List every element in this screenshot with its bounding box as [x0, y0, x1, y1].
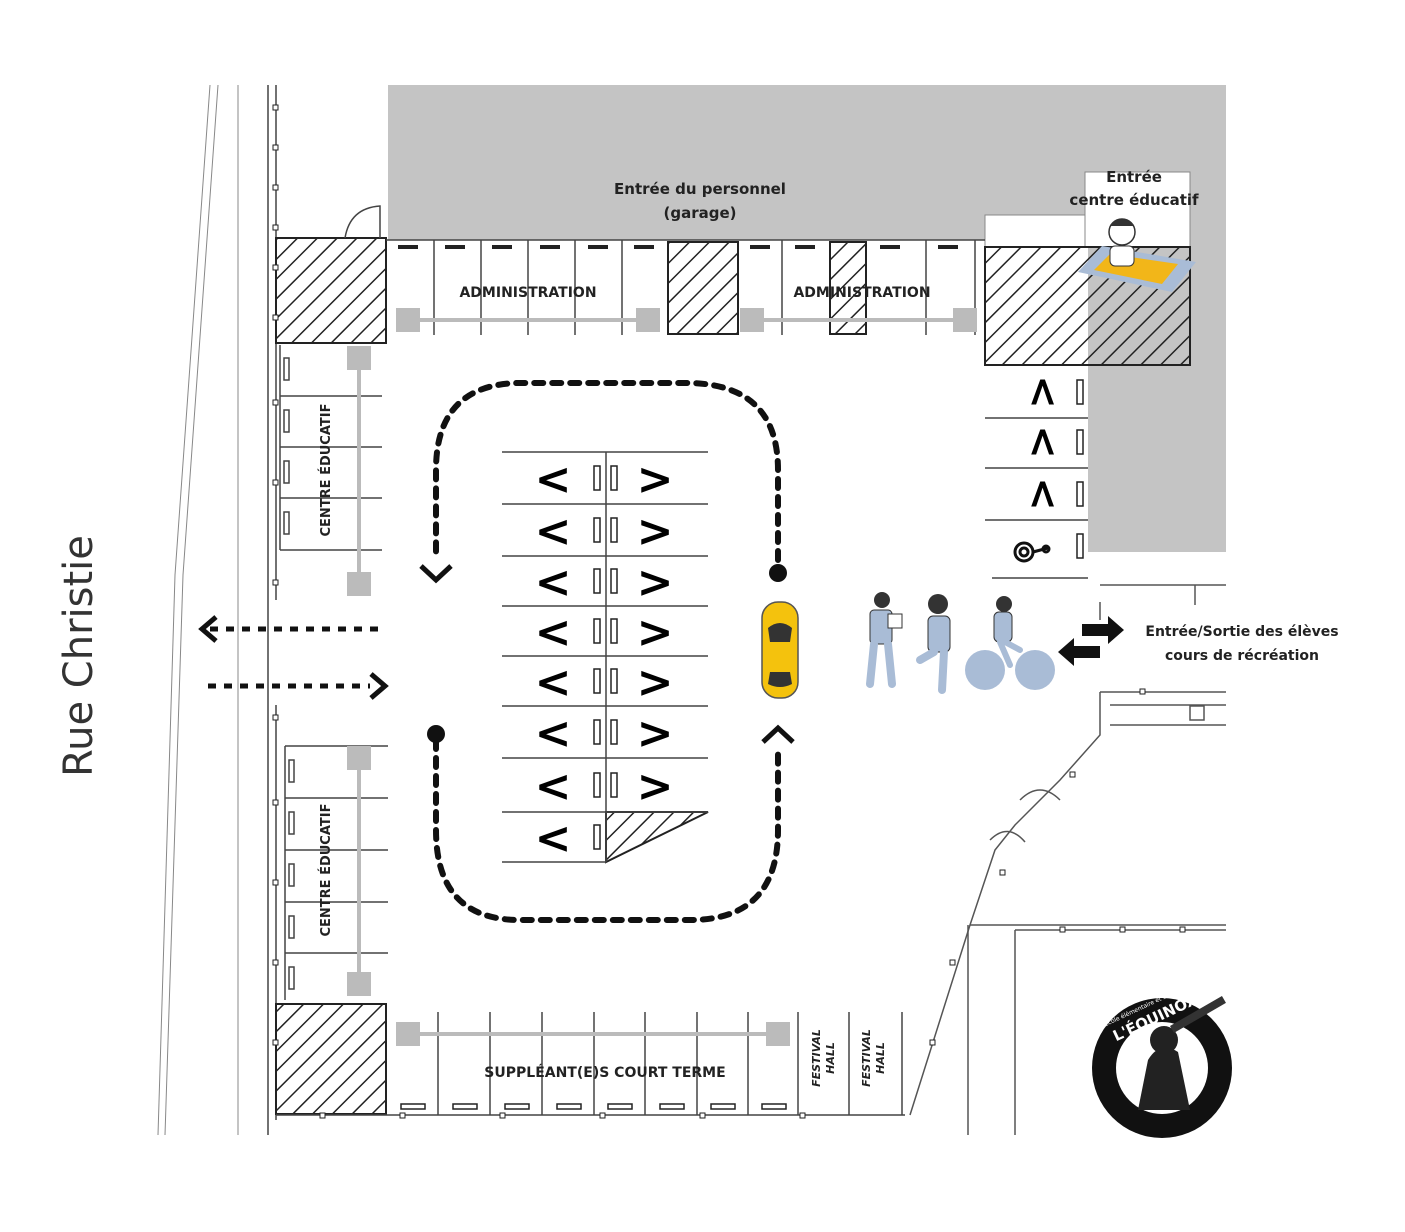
labels: Rue Christie Entrée du personnel (garage…	[56, 168, 1339, 1087]
island-arrows: < > < > < > < > < > < > < > <	[535, 454, 674, 864]
loop-ends	[419, 564, 795, 744]
left-stalls-bottom	[284, 745, 388, 1000]
svg-text:<: <	[535, 761, 572, 812]
svg-text:<: <	[535, 506, 572, 557]
edu-entrance-line1: Entrée	[1106, 168, 1162, 186]
festival-hall-1b: HALL	[824, 1042, 837, 1074]
hatched-areas	[275, 237, 1191, 1115]
svg-text:<: <	[535, 607, 572, 658]
svg-text:<: <	[535, 657, 572, 708]
right-boundary	[909, 584, 1226, 1135]
buildings	[388, 85, 1226, 552]
students-entry-line1: Entrée/Sortie des élèves	[1145, 624, 1338, 640]
admin-right-label: ADMINISTRATION	[793, 285, 930, 301]
festival-hall-1a: FESTIVAL	[810, 1029, 823, 1087]
svg-text:<: <	[535, 454, 572, 505]
traffic-loop	[433, 380, 781, 923]
right-stalls	[985, 417, 1088, 579]
edu-entrance-line2: centre éducatif	[1069, 191, 1199, 209]
centre-bottom-label: CENTRE ÉDUCATIF	[318, 804, 334, 937]
svg-text:>: >	[637, 761, 674, 812]
right-stall-bars	[1076, 379, 1084, 559]
svg-text:>: >	[637, 557, 674, 608]
door-swing	[344, 205, 381, 239]
svg-text:>: >	[637, 708, 674, 759]
centre-top-label: CENTRE ÉDUCATIF	[318, 404, 334, 537]
bottom-stall-bars	[400, 1103, 787, 1110]
svg-text:>: >	[637, 607, 674, 658]
students-entry-line2: cours de récréation	[1165, 648, 1319, 664]
staff-entrance-label: Entrée du personnel	[614, 180, 786, 198]
bicycle-parking-icon	[1013, 541, 1051, 563]
yellow-car-icon	[761, 601, 799, 699]
svg-text:<: <	[535, 557, 572, 608]
admin-bars	[396, 308, 977, 332]
street-arrows	[208, 626, 378, 689]
svg-text:<: <	[1020, 477, 1066, 511]
svg-text:<: <	[535, 813, 572, 864]
substitutes-label: SUPPLÉANT(E)S COURT TERME	[484, 1064, 725, 1081]
island-wheel-stops	[593, 465, 618, 850]
cyclist-icon	[965, 596, 1055, 690]
child-sandbox-icon	[1078, 218, 1196, 292]
student-entry-arrows	[1058, 616, 1124, 666]
svg-text:>: >	[637, 454, 674, 505]
staff-entrance-sub: (garage)	[663, 204, 736, 222]
right-stall-arrows: < < <	[1020, 375, 1066, 511]
festival-hall-2a: FESTIVAL	[860, 1029, 873, 1087]
substitute-bar	[396, 1022, 790, 1046]
svg-text:>: >	[637, 657, 674, 708]
street-name: Rue Christie	[56, 535, 102, 777]
street-lines	[157, 84, 277, 1136]
admin-left-label: ADMINISTRATION	[459, 285, 596, 301]
svg-text:<: <	[535, 708, 572, 759]
street-arrowheads	[198, 615, 389, 700]
svg-text:<: <	[1020, 425, 1066, 459]
school-logo: L'ÉQUINOXE École élémentaire et secondai…	[1092, 968, 1232, 1138]
centre-bar-top	[347, 346, 371, 596]
fence-posts	[272, 104, 1186, 1119]
center-island	[502, 451, 708, 863]
svg-text:>: >	[637, 506, 674, 557]
walking-students-icon	[866, 592, 951, 694]
top-stall-bars	[398, 245, 958, 249]
festival-hall-2b: HALL	[874, 1042, 887, 1074]
left-stalls-top	[279, 345, 382, 551]
svg-text:<: <	[1020, 375, 1066, 409]
centre-bar-bottom	[347, 746, 371, 996]
